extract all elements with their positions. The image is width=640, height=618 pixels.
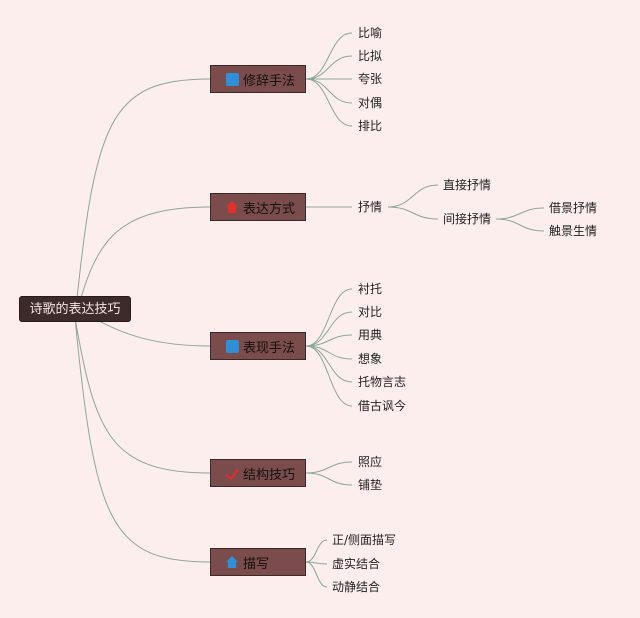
- subsubleaf-node[interactable]: 借景抒情: [549, 201, 598, 215]
- red-house-icon: [225, 200, 239, 214]
- leaf-node[interactable]: 比拟: [358, 49, 383, 63]
- root-node[interactable]: 诗歌的表达技巧: [19, 296, 131, 322]
- branch-leaf-connector: [305, 345, 353, 407]
- subsub-connector: [495, 218, 545, 232]
- leaf-node[interactable]: 托物言志: [358, 375, 407, 389]
- blue-house-icon: [225, 555, 239, 569]
- branch-description[interactable]: 描写: [210, 548, 306, 576]
- branch-label: 描写: [243, 556, 270, 572]
- branch-leaf-connector: [305, 32, 353, 80]
- leaf-node[interactable]: 衬托: [358, 282, 383, 296]
- branch-label: 表达方式: [243, 201, 296, 217]
- leaf-node[interactable]: 排比: [358, 119, 383, 133]
- subsubleaf-node[interactable]: 触景生情: [549, 224, 598, 238]
- leaf-node[interactable]: 比喻: [358, 26, 383, 40]
- branch-structure[interactable]: 结构技巧: [210, 459, 306, 487]
- leaf-node[interactable]: 对偶: [358, 96, 383, 110]
- sub-connector: [387, 184, 439, 208]
- branch-leaf-connector: [305, 78, 353, 104]
- leaf-node[interactable]: 动静结合: [332, 580, 381, 594]
- leaf-node[interactable]: 正/侧面描写: [332, 533, 397, 547]
- branch-leaf-connector: [305, 461, 353, 474]
- sub-connector: [387, 206, 439, 220]
- subleaf-node[interactable]: 间接抒情: [443, 212, 492, 226]
- branch-leaf-connector: [305, 345, 353, 383]
- branch-leaf-connector: [305, 472, 353, 486]
- branch-leaf-connector: [305, 288, 353, 347]
- branch-leaf-connector: [305, 539, 328, 563]
- leaf-node[interactable]: 用典: [358, 328, 383, 342]
- branch-leaf-connector: [305, 78, 353, 127]
- leaf-node[interactable]: 照应: [358, 455, 383, 469]
- branch-leaf-connector: [305, 311, 353, 347]
- leaf-node[interactable]: 抒情: [358, 200, 383, 214]
- blue-square-icon: [225, 72, 239, 86]
- leaf-node[interactable]: 夸张: [358, 72, 383, 86]
- subleaf-node[interactable]: 直接抒情: [443, 178, 492, 192]
- branch-leaf-connector: [305, 334, 353, 347]
- root-branch-connector: [74, 206, 211, 319]
- branch-leaf-connector: [305, 55, 353, 80]
- leaf-node[interactable]: 对比: [358, 305, 383, 319]
- leaf-node[interactable]: 铺垫: [358, 478, 383, 492]
- leaf-node[interactable]: 虚实结合: [332, 557, 381, 571]
- blue-square-icon: [225, 339, 239, 353]
- root-branch-connector: [74, 78, 211, 319]
- leaf-node[interactable]: 借古讽今: [358, 399, 407, 413]
- subsub-connector: [495, 207, 545, 220]
- leaf-node[interactable]: 想象: [358, 352, 383, 366]
- root-branch-connector: [74, 317, 211, 474]
- branch-label: 修辞手法: [243, 73, 296, 89]
- branch-label: 结构技巧: [243, 467, 296, 483]
- branch-technique[interactable]: 表现手法: [210, 332, 306, 360]
- red-check-icon: [225, 466, 239, 480]
- branch-leaf-connector: [305, 561, 328, 588]
- branch-rhetoric[interactable]: 修辞手法: [210, 65, 306, 93]
- branch-expression[interactable]: 表达方式: [210, 193, 306, 221]
- branch-label: 表现手法: [243, 340, 296, 356]
- root-branch-connector: [74, 317, 211, 563]
